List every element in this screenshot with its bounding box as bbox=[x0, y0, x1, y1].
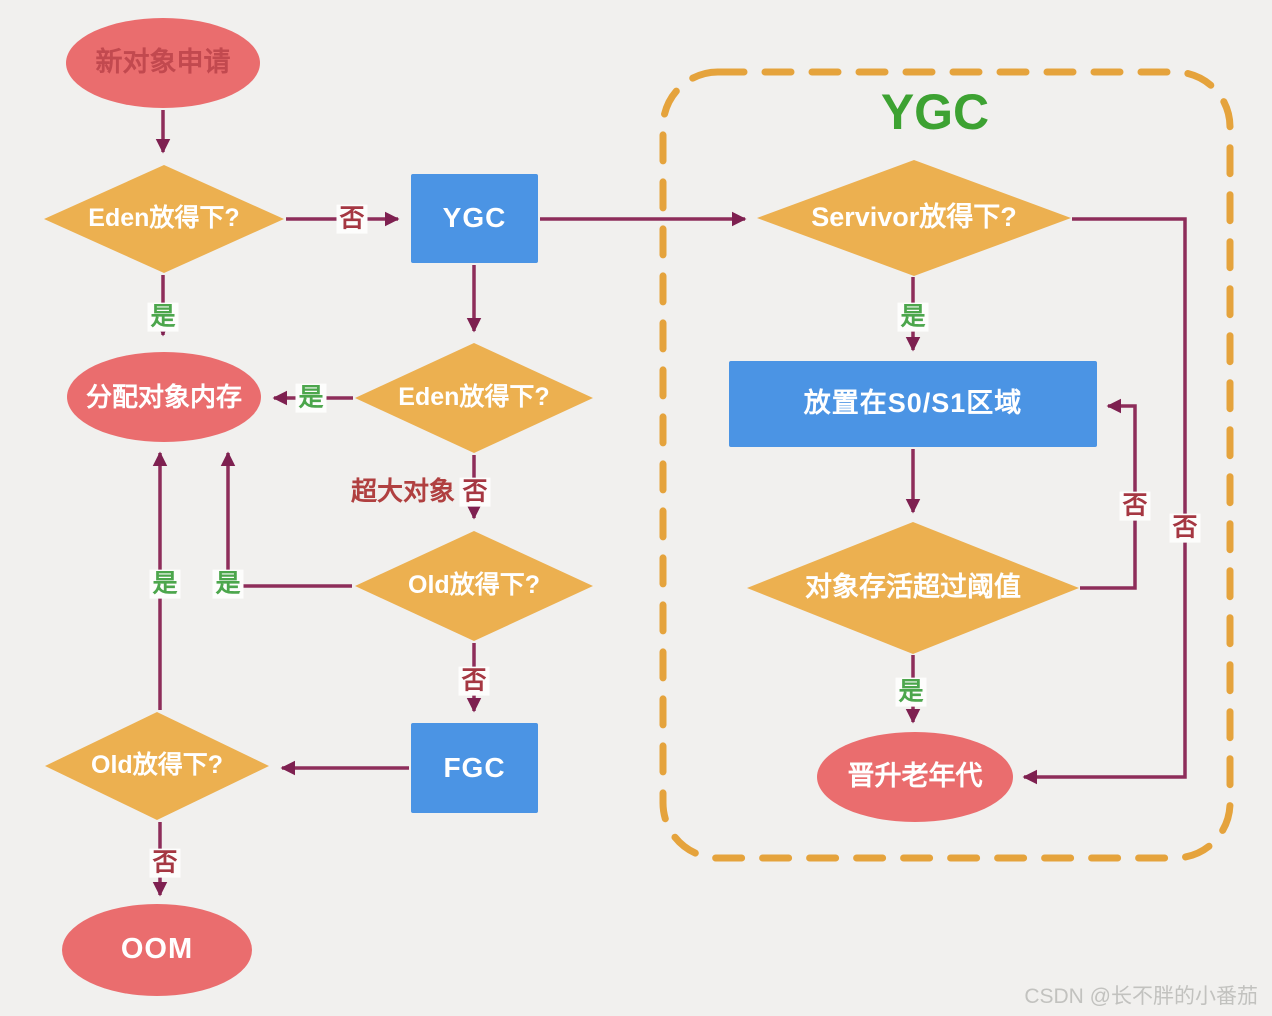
edge-label-old-bottom-no: 否 bbox=[149, 848, 181, 878]
node-label: FGC bbox=[443, 751, 506, 783]
edge-label-eden-top-no: 否 bbox=[336, 204, 368, 234]
node-label: Servivor放得下? bbox=[811, 202, 1017, 233]
node-ygc: YGC bbox=[411, 174, 538, 263]
edge-label-threshold-yes: 是 bbox=[895, 677, 927, 707]
watermark: CSDN @长不胖的小番茄 bbox=[1024, 985, 1258, 1008]
node-label: 新对象申请 bbox=[95, 47, 231, 78]
edge-label-servivor-yes: 是 bbox=[897, 302, 929, 332]
node-label: 分配对象内存 bbox=[85, 381, 242, 412]
ygc-group-border bbox=[659, 68, 1234, 862]
edge-label-eden-mid-no: 否 bbox=[459, 477, 491, 507]
node-promote-old-gen: 晋升老年代 bbox=[817, 732, 1013, 822]
edge-label-huge-object: 超大对象 bbox=[350, 476, 456, 507]
node-label: 晋升老年代 bbox=[847, 761, 983, 792]
edge-label-servivor-no: 否 bbox=[1169, 513, 1201, 543]
node-label: Old放得下? bbox=[91, 751, 223, 780]
node-label: YGC bbox=[442, 202, 507, 234]
node-label: Old放得下? bbox=[408, 571, 540, 600]
edge-label-eden-top-yes: 是 bbox=[147, 302, 179, 332]
ygc-group-title: YGC bbox=[880, 84, 990, 140]
edge-oldmid-yes-to-allocate bbox=[220, 451, 352, 588]
node-place-s0s1: 放置在S0/S1区域 bbox=[729, 361, 1097, 447]
node-new-object-request: 新对象申请 bbox=[66, 18, 260, 108]
node-allocate-memory: 分配对象内存 bbox=[67, 352, 261, 442]
edge-label-threshold-no: 否 bbox=[1119, 491, 1151, 521]
node-label: 放置在S0/S1区域 bbox=[803, 388, 1023, 419]
node-oom: OOM bbox=[62, 904, 252, 996]
node-label: 对象存活超过阈值 bbox=[805, 572, 1021, 603]
node-fgc: FGC bbox=[411, 723, 538, 813]
edge-servivor-no-to-promote bbox=[1022, 217, 1187, 785]
edge-label-old-mid-no: 否 bbox=[458, 666, 490, 696]
node-label: OOM bbox=[120, 933, 194, 966]
edge-label-eden-mid-yes: 是 bbox=[295, 383, 327, 413]
node-label: Eden放得下? bbox=[398, 383, 550, 412]
edge-label-old-bottom-yes: 是 bbox=[149, 569, 181, 599]
edge-label-old-mid-yes: 是 bbox=[212, 569, 244, 599]
node-label: Eden放得下? bbox=[88, 204, 240, 233]
